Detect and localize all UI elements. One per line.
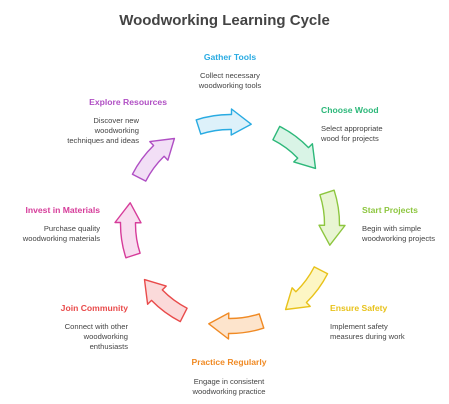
step-title: Practice Regularly <box>192 357 267 367</box>
step-desc-line: Implement safety <box>330 322 388 331</box>
arrow-gather-tools <box>195 108 252 136</box>
step-title: Join Community <box>61 303 129 313</box>
arrow-join-community <box>143 278 188 323</box>
arrow-start-projects <box>318 189 346 246</box>
cycle-arrows <box>114 108 346 340</box>
step-choose-wood: Choose Wood Select appropriate wood for … <box>320 105 383 143</box>
step-title: Invest in Materials <box>25 205 100 215</box>
step-desc-line: Begin with simple <box>362 224 421 233</box>
step-join-community: Join Community Connect with other woodwo… <box>61 303 129 351</box>
step-desc-line: Connect with other <box>65 322 129 331</box>
step-practice-regularly: Practice Regularly Engage in consistent … <box>191 357 266 396</box>
step-title: Ensure Safety <box>330 303 388 313</box>
step-desc-line: Engage in consistent <box>194 377 265 386</box>
arrow-practice-regularly <box>208 312 265 340</box>
step-desc-line: techniques and ideas <box>67 136 139 145</box>
step-desc-line: woodworking <box>83 332 128 341</box>
step-desc-line: woodworking practice <box>191 387 265 396</box>
arrow-explore-resources <box>131 137 176 182</box>
step-desc-line: woodworking materials <box>22 234 100 243</box>
diagram-title: Woodworking Learning Cycle <box>119 12 330 29</box>
step-invest-in-materials: Invest in Materials Purchase quality woo… <box>22 205 100 243</box>
step-title: Start Projects <box>362 205 418 215</box>
arrow-invest-in-materials <box>114 202 142 259</box>
step-start-projects: Start Projects Begin with simple woodwor… <box>361 205 435 243</box>
step-desc-line: Purchase quality <box>44 224 100 233</box>
step-desc-line: measures during work <box>330 332 405 341</box>
step-desc-line: Discover new <box>93 116 139 125</box>
step-desc-line: Select appropriate <box>321 124 383 133</box>
step-desc-line: enthusiasts <box>90 342 129 351</box>
arrow-choose-wood <box>272 125 317 170</box>
step-desc-line: Collect necessary <box>200 71 260 80</box>
step-desc-line: woodworking tools <box>198 81 262 90</box>
step-ensure-safety: Ensure Safety Implement safety measures … <box>330 303 405 341</box>
step-desc-line: woodworking projects <box>361 234 435 243</box>
step-explore-resources: Explore Resources Discover new woodworki… <box>67 97 167 145</box>
step-title: Explore Resources <box>89 97 167 107</box>
step-desc-line: woodworking <box>94 126 139 135</box>
step-title: Choose Wood <box>321 105 379 115</box>
step-desc-line: wood for projects <box>320 134 379 143</box>
step-title: Gather Tools <box>204 52 257 62</box>
step-gather-tools: Gather Tools Collect necessary woodworki… <box>198 52 262 90</box>
arrow-ensure-safety <box>284 266 329 311</box>
